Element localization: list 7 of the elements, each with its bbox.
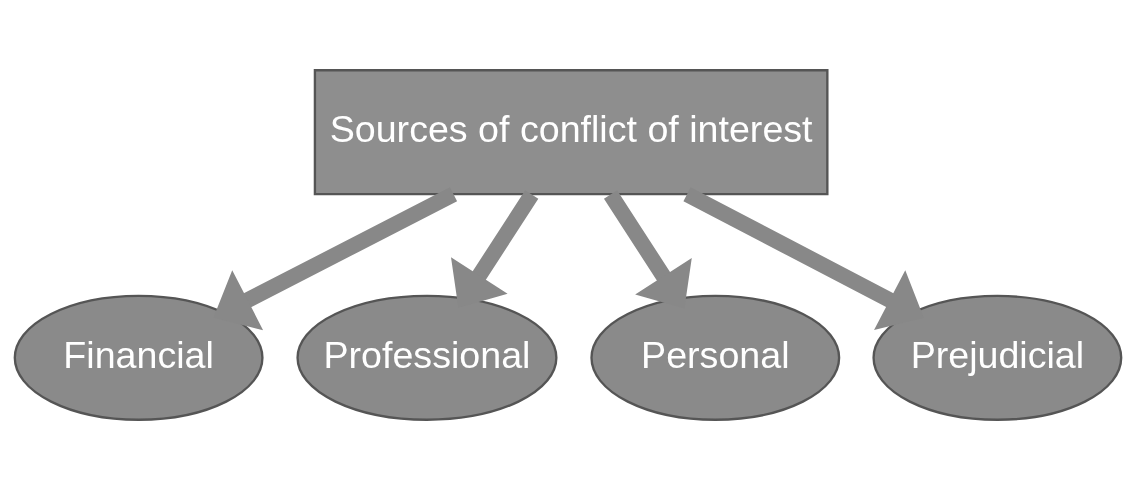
node-ellipse: Personal	[590, 294, 841, 421]
node-ellipse: Prejudicial	[872, 294, 1123, 421]
node-ellipse: Financial	[13, 294, 264, 421]
node-box: Sources of conflict of interest	[313, 68, 829, 195]
arrow	[213, 186, 458, 330]
arrow	[683, 186, 924, 330]
node-ellipse: Professional	[296, 294, 558, 421]
